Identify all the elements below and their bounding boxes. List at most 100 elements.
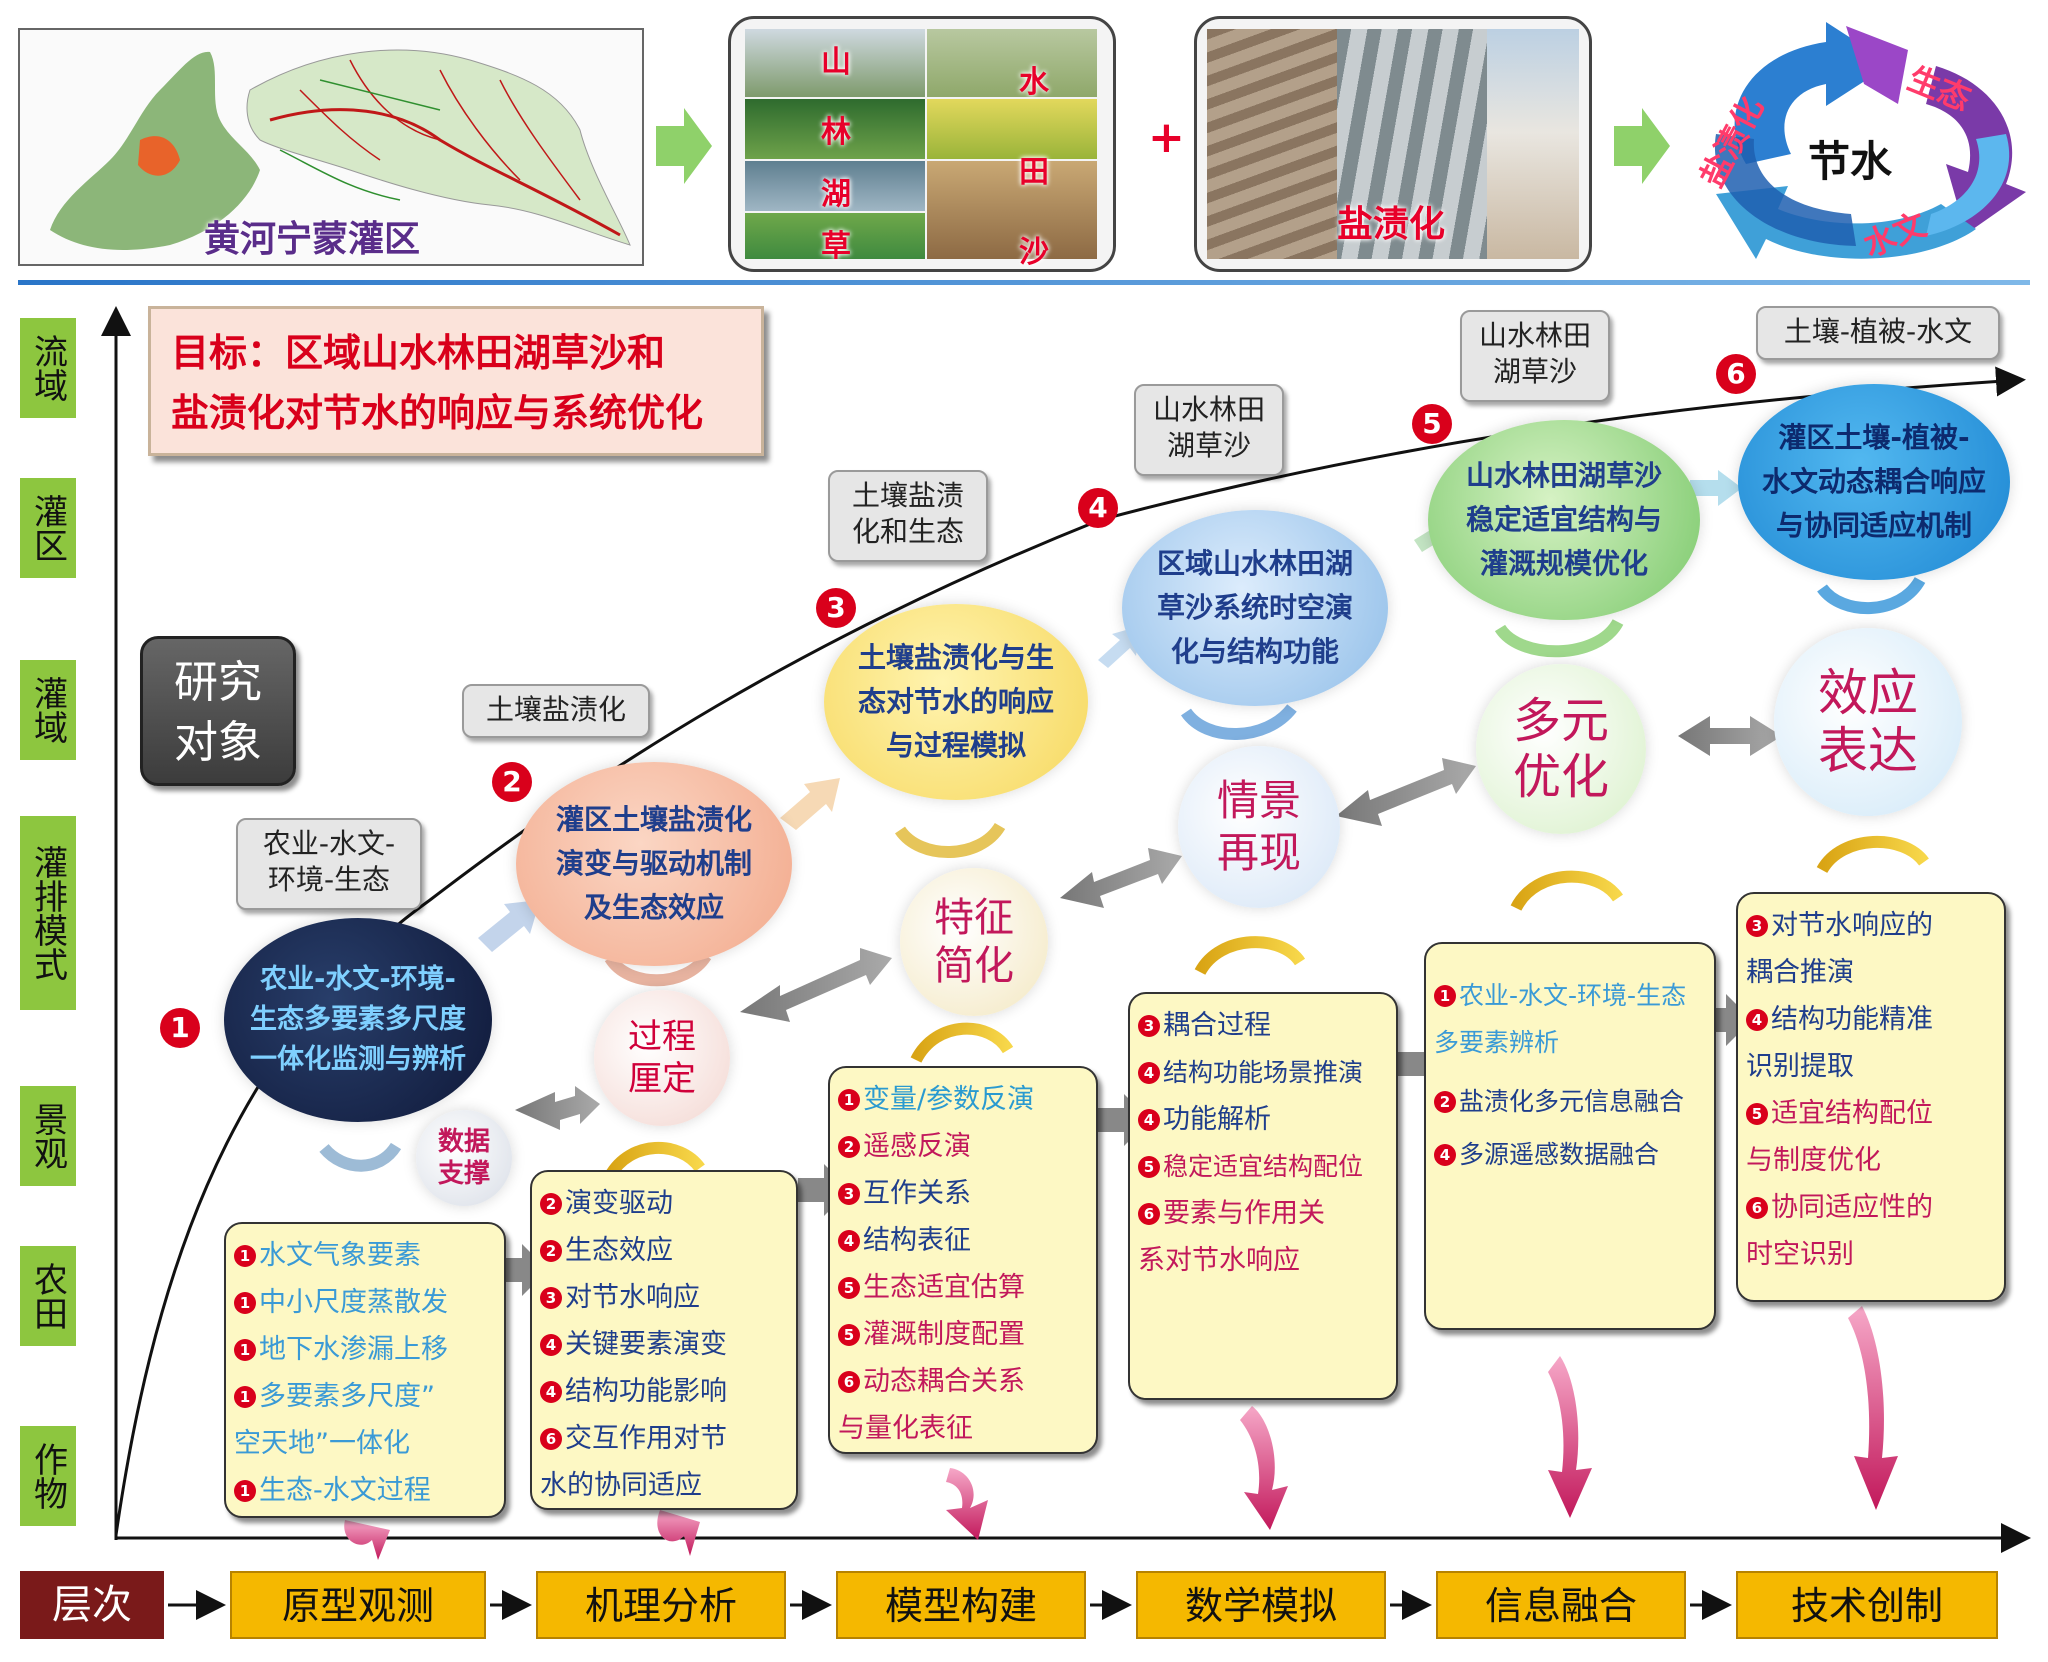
stage-2-ellipse: 灌区土壤盐渍化 演变与驱动机制 及生态效应 xyxy=(516,762,792,966)
green-arrow-2 xyxy=(1614,108,1670,184)
tile-saline-field-2 xyxy=(1337,29,1487,259)
salinization-label: 盐渍化 xyxy=(1337,204,1446,245)
tile-lake xyxy=(745,161,925,211)
stage-5-number: 5 xyxy=(1412,404,1452,444)
cycle-diagram xyxy=(1714,22,2026,259)
level-info-fusion: 信息融合 xyxy=(1436,1571,1686,1639)
plus-sign: + xyxy=(1148,112,1185,163)
stage-3-number: 3 xyxy=(816,588,856,628)
tile-label-field: 田 xyxy=(1019,155,1049,190)
express-circle: 效应 表达 xyxy=(1774,628,1962,816)
curved-arrows xyxy=(319,576,1929,1180)
stage-3-note: 土壤盐渍 化和生态 xyxy=(828,470,988,562)
scale-basin: 流域 xyxy=(20,318,76,418)
yellow-river-map xyxy=(50,49,631,250)
stage-6-ellipse: 灌区土壤-植被- 水文动态耦合响应 与协同适应机制 xyxy=(1738,384,2010,580)
stage-1-note: 农业-水文- 环境-生态 xyxy=(236,818,422,910)
stage-1-number: 1 xyxy=(160,1008,200,1048)
level-tech-innovation: 技术创制 xyxy=(1736,1571,1998,1639)
data-support-circle: 数据 支撑 xyxy=(416,1110,512,1206)
stage-5-ellipse: 山水林田湖草沙 稳定适宜结构与 灌溉规模优化 xyxy=(1428,420,1700,620)
tile-label-grass: 草 xyxy=(821,229,851,264)
scale-farmland: 农田 xyxy=(20,1246,76,1346)
level-mechanism-analysis: 机理分析 xyxy=(536,1571,786,1639)
research-object-box: 研究 对象 xyxy=(140,636,296,786)
optimize-circle: 多元 优化 xyxy=(1476,664,1646,834)
stage-4-number: 4 xyxy=(1078,488,1118,528)
map-panel: 黄河宁蒙灌区 xyxy=(18,28,644,266)
goal-line-1: 目标：区域山水林田湖草沙和 xyxy=(171,331,666,375)
levels-label: 层次 xyxy=(20,1571,164,1639)
scale-crop: 作物 xyxy=(20,1426,76,1526)
stage-6-number: 6 xyxy=(1716,354,1756,394)
divider-line xyxy=(18,280,2030,285)
process-circle: 过程 厘定 xyxy=(594,990,730,1126)
scenario-circle: 情景 再现 xyxy=(1178,746,1340,908)
scale-irrigation-district: 灌区 xyxy=(20,478,76,578)
simplify-circle: 特征 简化 xyxy=(900,868,1048,1016)
tile-saline-field-1 xyxy=(1207,29,1337,259)
stage-5-note: 山水林田 湖草沙 xyxy=(1460,310,1610,402)
map-label: 黄河宁蒙灌区 xyxy=(204,219,421,260)
stage-4-ellipse: 区域山水林田湖 草沙系统时空演 化与结构功能 xyxy=(1122,510,1388,706)
tile-label-lake: 湖 xyxy=(821,177,851,212)
stage-1-ellipse: 农业-水文-环境- 生态多要素多尺度 一体化监测与辨析 xyxy=(224,918,492,1122)
tile-label-sand: 沙 xyxy=(1019,235,1049,270)
scale-landscape: 景观 xyxy=(20,1086,76,1186)
stage-3-ellipse: 土壤盐渍化与生 态对节水的响应 与过程模拟 xyxy=(824,604,1088,800)
cycle-center-label: 节水 xyxy=(1808,137,1893,186)
tile-sand xyxy=(927,161,1097,259)
tile-label-forest: 林 xyxy=(821,115,851,150)
tile-water xyxy=(927,29,1097,97)
tile-grass xyxy=(745,213,925,259)
tile-saline-field-3 xyxy=(1487,29,1579,259)
goal-box: 目标：区域山水林田湖草沙和 盐渍化对节水的响应与系统优化 xyxy=(148,306,764,456)
salinization-panel: 盐渍化 xyxy=(1194,16,1592,272)
stage-6-note: 土壤-植被-水文 xyxy=(1756,306,2000,360)
scale-irrigation-mode: 灌排模式 xyxy=(20,816,76,1010)
level-math-simulation: 数学模拟 xyxy=(1136,1571,1386,1639)
tile-field xyxy=(927,99,1097,159)
double-arrows xyxy=(515,716,1782,1130)
green-arrow-1 xyxy=(656,108,712,184)
level-model-construction: 模型构建 xyxy=(836,1571,1086,1639)
landscape-panel: 山 水 林 田 湖 草 沙 xyxy=(728,16,1116,272)
stage-2-number: 2 xyxy=(492,762,532,802)
scale-irrigation-area: 灌域 xyxy=(20,660,76,760)
tile-label-water: 水 xyxy=(1019,65,1049,100)
tile-label-mountain: 山 xyxy=(821,45,851,80)
stage-4-note: 山水林田 湖草沙 xyxy=(1134,384,1284,476)
goal-line-2: 盐渍化对节水的响应与系统优化 xyxy=(171,391,704,435)
level-prototype-observation: 原型观测 xyxy=(230,1571,486,1639)
tile-forest xyxy=(745,99,925,159)
